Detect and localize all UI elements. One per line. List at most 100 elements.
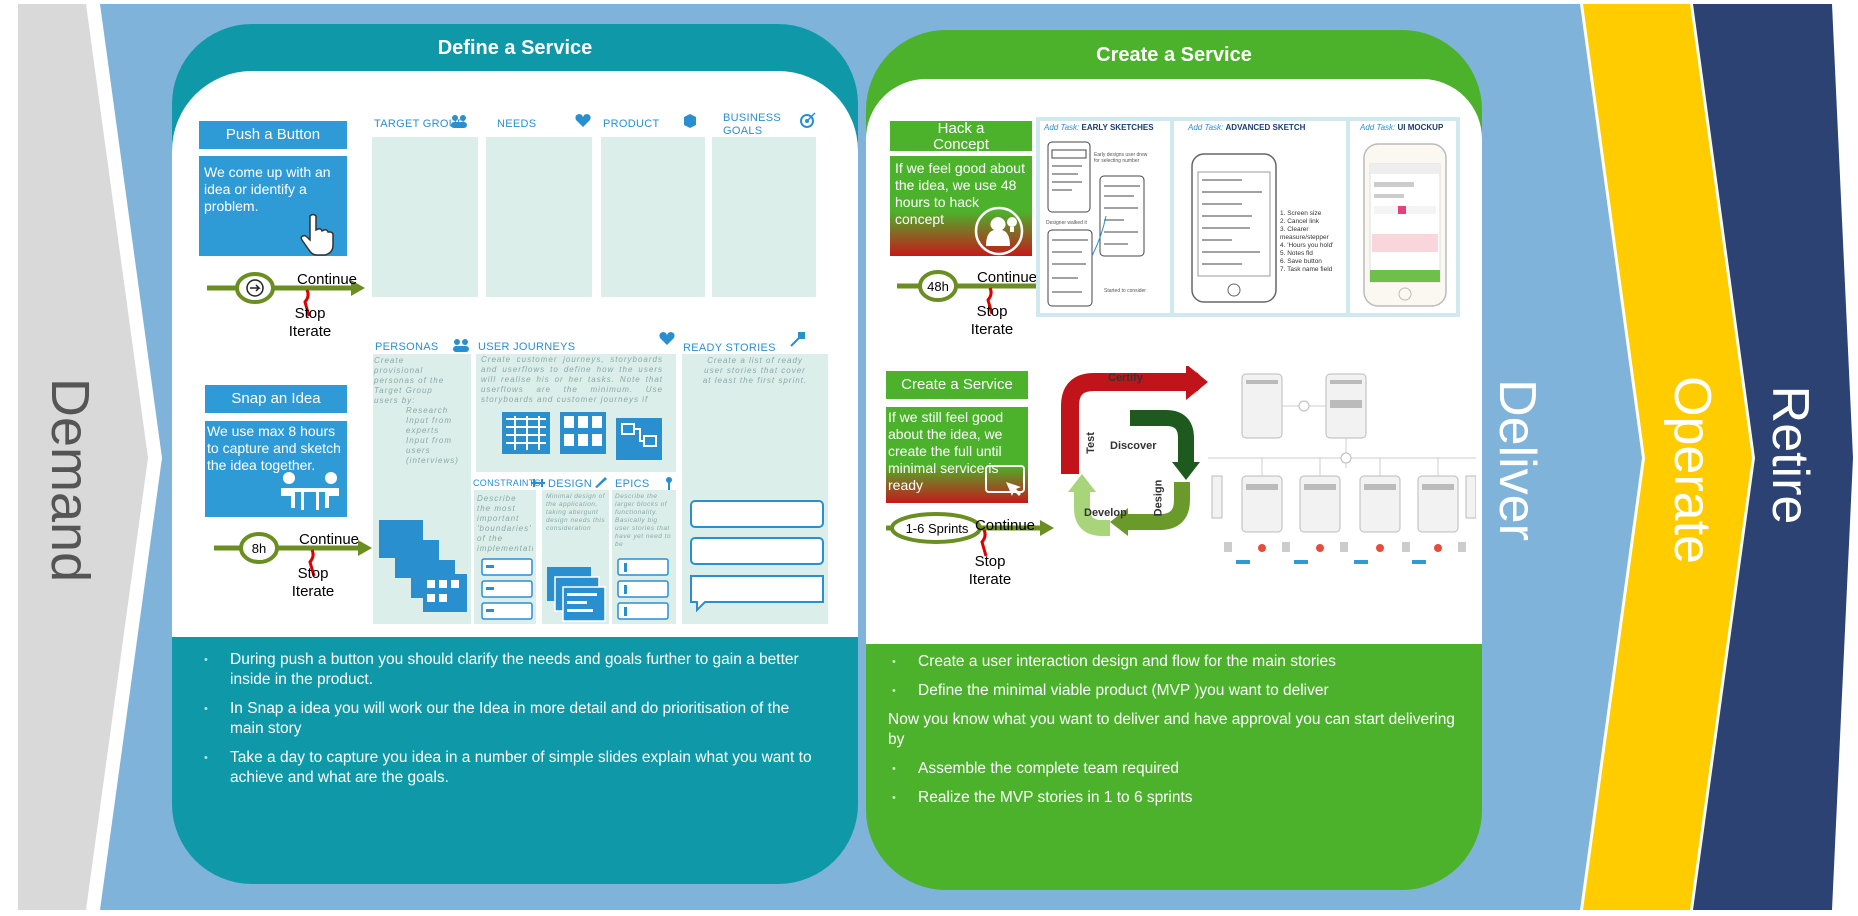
- early-sketch-heading: Add Task: EARLY SKETCHES: [1044, 123, 1169, 132]
- demand-chevron: [18, 4, 148, 910]
- push-continue: Continue: [296, 271, 358, 288]
- ui-mockup-prefix: Add Task:: [1360, 123, 1396, 132]
- hack-continue: Continue: [976, 269, 1038, 286]
- stage-demand-label: Demand: [40, 378, 100, 583]
- hack-concept-label-box[interactable]: Hack a Concept: [890, 121, 1032, 153]
- team-meeting-icon: [281, 472, 339, 510]
- create-bullet-1: Create a user interaction design and flo…: [888, 652, 1468, 672]
- create-service-text: If we still feel good about the idea, we…: [888, 409, 1004, 493]
- snap-idea-text: We use max 8 hours to capture and sketch…: [207, 423, 341, 473]
- sketch-note-6: 6. Save button: [1280, 258, 1322, 265]
- cycle-discover: Discover: [1110, 440, 1157, 452]
- cycle-develop: Develop: [1084, 507, 1127, 519]
- canvas-needs: NEEDS: [497, 118, 537, 130]
- sketch-note-7: 7. Task name field: [1280, 266, 1333, 273]
- ui-mockup-phone: [1363, 143, 1447, 307]
- cycle-test: Test: [1084, 432, 1097, 454]
- create-service-label-box[interactable]: Create a Service: [886, 371, 1028, 399]
- advanced-sketch-prefix: Add Task:: [1188, 123, 1224, 132]
- push-button-label: Push a Button: [225, 126, 321, 143]
- svg-text:Started to consider: Started to consider: [1104, 288, 1146, 294]
- design-text: Minimal design of the application, takin…: [546, 493, 606, 532]
- personas-bullet-1: Research: [406, 406, 449, 415]
- retire-chevron: [1693, 4, 1853, 910]
- ui-mockup-title: UI MOCKUP: [1397, 123, 1444, 132]
- service-flow-graphic: [886, 512, 1054, 557]
- service-iterate: Iterate: [968, 571, 1012, 588]
- design-arrow: [1126, 482, 1190, 530]
- canvas-product: PRODUCT: [603, 118, 660, 130]
- hack-hours: 48h: [927, 279, 949, 294]
- sketch-note-1: 1. Screen size: [1280, 210, 1322, 217]
- canvas-personas: PERSONAS: [375, 341, 439, 353]
- canvas-business-goals: BUSINESS GOALS: [723, 112, 782, 137]
- push-button-label-box[interactable]: Push a Button: [199, 121, 347, 149]
- define-bullets: During push a button you should clarify …: [200, 650, 820, 797]
- stage-deliver-label: Deliver: [1488, 379, 1546, 541]
- arrow-circle-icon: [246, 279, 264, 297]
- canvas-user-journeys: USER JOURNEYS: [478, 341, 576, 353]
- snap-idea-label-box[interactable]: Snap an Idea: [205, 385, 347, 413]
- early-sketch-panel: [1040, 121, 1170, 313]
- create-service-description: If we still feel good about the idea, we…: [886, 407, 1028, 503]
- heart-icon: [575, 114, 591, 127]
- define-bullet-1: During push a button you should clarify …: [200, 650, 820, 690]
- snap-hours: 8h: [251, 541, 267, 556]
- ready-stories-icon: [790, 332, 805, 347]
- constraints-list-icon: [481, 558, 533, 620]
- user-journeys-heart-icon: [659, 332, 675, 345]
- canvas-epics: EPICS: [615, 478, 650, 490]
- create-bullet-4: Realize the MVP stories in 1 to 6 sprint…: [888, 788, 1468, 808]
- personas-icon: [453, 339, 469, 352]
- group-icon: [451, 115, 467, 128]
- svg-text:Designer walked it: Designer walked it: [1046, 220, 1087, 226]
- target-group-box: [372, 137, 478, 297]
- hack-iterate: Iterate: [970, 321, 1014, 338]
- wireframe-flow-diagram: [1208, 373, 1476, 564]
- push-button-text: We come up with an idea or identify a pr…: [204, 164, 331, 214]
- sketch-note-5: 5. Notes fld: [1280, 250, 1313, 257]
- persona-cards-icon: [379, 520, 467, 612]
- tablet-touch-icon: [985, 465, 1025, 496]
- sketch-note-3: 3. Clearer measure/stepper: [1280, 226, 1329, 241]
- create-bullet-2: Define the minimal viable product (MVP )…: [888, 681, 1468, 701]
- service-stop: Stop: [974, 553, 1006, 570]
- push-stop: Stop: [294, 305, 326, 322]
- storyboard-icons: [502, 412, 662, 460]
- product-box: [601, 137, 705, 297]
- define-bullet-3: Take a day to capture you idea in a numb…: [200, 748, 820, 788]
- sketch-note-2: 2. Cancel link: [1280, 218, 1320, 225]
- ready-stories-text: Create a list of ready user stories that…: [702, 356, 808, 385]
- epics-list-icon: [617, 558, 669, 620]
- snap-idea-label: Snap an Idea: [231, 390, 321, 407]
- pencil-icon: [595, 477, 607, 488]
- idea-head-icon: [974, 206, 1024, 256]
- certify-arrow: [1061, 373, 1198, 474]
- discover-arrow: [1130, 410, 1194, 464]
- snap-stop: Stop: [297, 565, 329, 582]
- create-service-label: Create a Service: [901, 376, 1013, 393]
- canvas-constraints: CONSTRAINTS: [473, 478, 541, 488]
- advanced-sketch-notes: 1. Screen size 2. Cancel link 3. Clearer…: [1280, 210, 1346, 274]
- define-title: Define a Service: [437, 37, 593, 59]
- snap-flow-graphic: [214, 532, 372, 577]
- epics-box: [612, 490, 676, 624]
- hand-pointer-icon: [300, 213, 334, 256]
- create-bullets: Create a user interaction design and flo…: [888, 652, 1468, 817]
- stage-retire-label: Retire: [1761, 385, 1819, 525]
- design-windows-icon: [547, 567, 606, 622]
- sketch-note-4: 4. 'Hours you hold': [1280, 242, 1334, 249]
- stage-operate-label: Operate: [1663, 376, 1721, 564]
- early-sketch-title: EARLY SKETCHES: [1081, 123, 1154, 132]
- cycle-certify: Certify: [1108, 372, 1143, 384]
- epics-icon: [666, 477, 672, 490]
- early-sketch-prefix: Add Task:: [1044, 123, 1080, 132]
- personas-bullet-2: Input from experts: [406, 416, 453, 435]
- advanced-sketch-title: ADVANCED SKETCH: [1225, 123, 1306, 132]
- create-bullet-3: Assemble the complete team required: [888, 759, 1468, 779]
- develop-arrow: [1074, 490, 1110, 536]
- delivery-cycle-diagram: [1061, 366, 1208, 536]
- snap-continue: Continue: [298, 531, 360, 548]
- hack-concept-text: If we feel good about the idea, we use 4…: [895, 160, 1025, 227]
